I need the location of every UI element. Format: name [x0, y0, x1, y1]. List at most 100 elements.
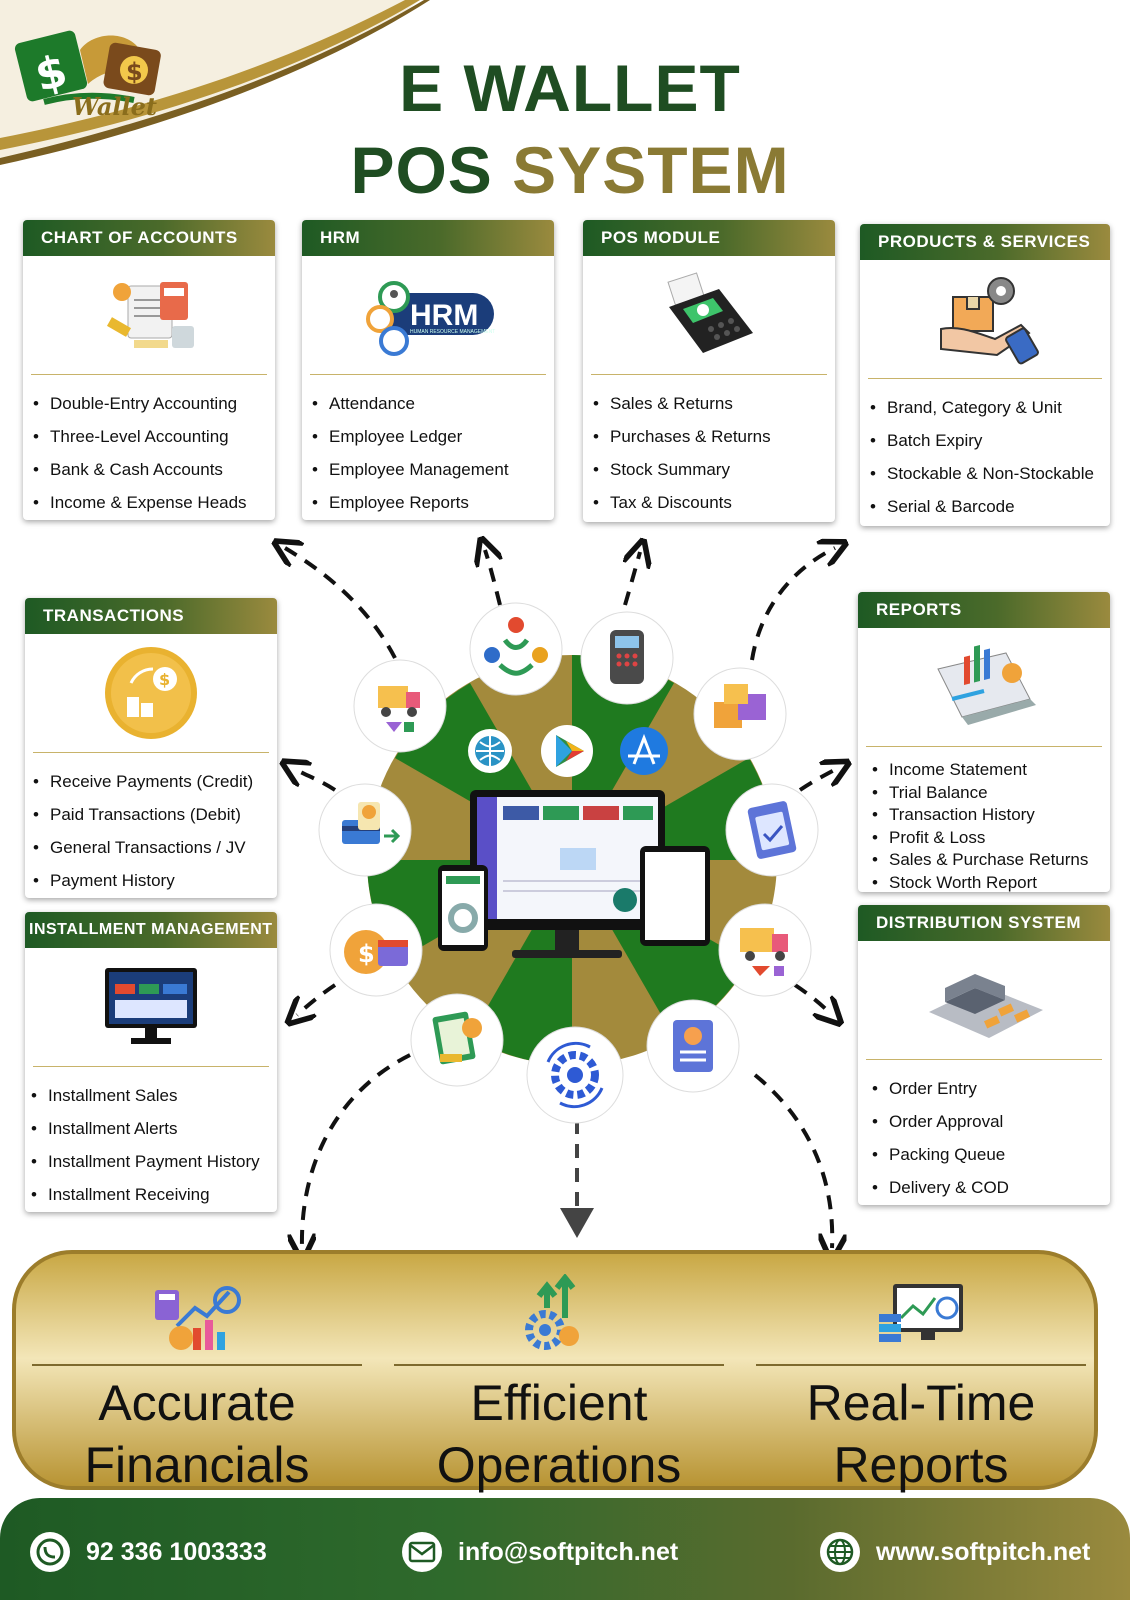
feature-band: Accurate Financials Efficient Operations: [0, 1240, 1130, 1500]
card-payment-icon: [318, 783, 412, 877]
ledger-sheet-icon: [410, 993, 504, 1087]
list-item: Employee Management: [312, 453, 554, 486]
delivery-truck-icon: [718, 903, 812, 997]
warehouse-trucks-icon: [929, 974, 1043, 1038]
list-item: Order Entry: [872, 1072, 1110, 1105]
list-item: Transaction History: [872, 804, 1110, 827]
website-url: www.softpitch.net: [876, 1537, 1091, 1566]
list-item: Employee Reports: [312, 486, 554, 519]
feature-list: Brand, Category & Unit Batch Expiry Stoc…: [860, 379, 1110, 523]
list-item: Brand, Category & Unit: [870, 391, 1110, 424]
phone-contact[interactable]: 92 336 1003333: [30, 1532, 267, 1572]
list-item: Order Approval: [872, 1105, 1110, 1138]
logo-text: Wallet: [72, 92, 158, 121]
play-store-icon: [541, 725, 593, 777]
feature-efficient-operations: Efficient Operations: [394, 1254, 724, 1494]
list-item: Sales & Purchase Returns: [872, 849, 1110, 872]
brand-logo: $ $ Wallet: [14, 10, 164, 130]
feature-list: Income Statement Trial Balance Transacti…: [858, 747, 1110, 892]
financial-analytics-icon: [155, 1286, 241, 1350]
feature-accurate-financials: Accurate Financials: [32, 1254, 362, 1494]
feature-line-2: Reports: [833, 1437, 1009, 1493]
svg-text:$: $: [126, 58, 143, 86]
list-item: Purchases & Returns: [593, 420, 835, 453]
title-pos: POS: [350, 133, 493, 207]
card-reports: REPORTS Income Statement Trial Balance T…: [858, 592, 1110, 892]
feature-line-1: Real-Time: [806, 1375, 1036, 1431]
list-item: Employee Ledger: [312, 420, 554, 453]
card-title: INSTALLMENT MANAGEMENT: [25, 912, 277, 948]
list-item: General Transactions / JV: [33, 831, 277, 864]
card-distribution-system: DISTRIBUTION SYSTEM Order Entry Order Ap…: [858, 905, 1110, 1205]
laptop-chart-icon: [937, 645, 1036, 725]
list-item: Installment Alerts: [31, 1112, 277, 1145]
gear-growth-icon: [525, 1274, 579, 1350]
list-item: Installment Receiving: [31, 1178, 277, 1211]
whatsapp-icon: [30, 1532, 70, 1572]
title-line-1: E WALLET: [399, 51, 741, 125]
list-item: Trial Balance: [872, 782, 1110, 805]
coin-calendar-icon: $: [329, 903, 423, 997]
feature-list: Installment Sales Installment Alerts Ins…: [25, 1067, 277, 1211]
app-store-icon: [620, 727, 668, 775]
feature-line-2: Financials: [84, 1437, 310, 1493]
card-title: REPORTS: [858, 592, 1110, 628]
list-item: Installment Sales: [31, 1079, 277, 1112]
card-installment-management: INSTALLMENT MANAGEMENT Installment Sales…: [25, 912, 277, 1212]
gear-sync-icon: [526, 1026, 624, 1124]
email-icon: [402, 1532, 442, 1572]
accounting-documents-icon: [106, 282, 194, 348]
hrm-logo-icon: HRM HUMAN RESOURCE MANAGEMENT: [366, 281, 495, 356]
feature-list: Receive Payments (Credit) Paid Transacti…: [25, 753, 277, 897]
svg-text:HUMAN RESOURCE MANAGEMENT: HUMAN RESOURCE MANAGEMENT: [410, 329, 495, 335]
svg-text:HRM: HRM: [410, 299, 478, 332]
svg-text:$: $: [358, 940, 375, 968]
money-dollar-icon: $ $: [14, 30, 161, 105]
list-item: Stock Summary: [593, 453, 835, 486]
list-item: Attendance: [312, 387, 554, 420]
card-title: PRODUCTS & SERVICES: [860, 224, 1110, 260]
title-system: SYSTEM: [512, 133, 790, 207]
web-globe-icon: [468, 729, 512, 773]
money-exchange-icon: $: [105, 647, 197, 739]
list-item: Bank & Cash Accounts: [33, 453, 275, 486]
list-item: Delivery & COD: [872, 1171, 1110, 1204]
products-boxes-icon: [693, 667, 787, 761]
feature-line-1: Accurate: [98, 1375, 296, 1431]
teamwork-icon: [469, 602, 563, 696]
box-hand-gear-icon: [940, 277, 1039, 365]
globe-icon: [820, 1532, 860, 1572]
feature-line-1: Efficient: [470, 1375, 648, 1431]
list-item: Double-Entry Accounting: [33, 387, 275, 420]
distribution-truck-icon: [353, 659, 447, 753]
list-item: Paid Transactions (Debit): [33, 798, 277, 831]
list-item: Tax & Discounts: [593, 486, 835, 519]
feature-real-time-reports: Real-Time Reports: [756, 1254, 1086, 1494]
card-hrm: HRM HRM HUMAN RESOURCE MANAGEMENT Attend…: [302, 220, 554, 520]
title-line-2: POS SYSTEM: [0, 132, 1130, 208]
website-contact[interactable]: www.softpitch.net: [820, 1532, 1090, 1572]
contact-footer: 92 336 1003333 info@softpitch.net www.so…: [0, 1498, 1130, 1600]
list-item: Batch Expiry: [870, 424, 1110, 457]
list-item: Three-Level Accounting: [33, 420, 275, 453]
card-transactions: TRANSACTIONS $ Receive Payments (Credit)…: [25, 598, 277, 898]
feature-list: Order Entry Order Approval Packing Queue…: [858, 1060, 1110, 1204]
list-item: Receive Payments (Credit): [33, 765, 277, 798]
report-clipboard-icon: [725, 783, 819, 877]
list-item: Stock Worth Report: [872, 872, 1110, 893]
monitor-dashboard-icon: [105, 968, 197, 1044]
card-title: CHART OF ACCOUNTS: [23, 220, 275, 256]
document-chart-icon: [646, 999, 740, 1093]
email-contact[interactable]: info@softpitch.net: [402, 1532, 678, 1572]
email-address: info@softpitch.net: [458, 1537, 679, 1566]
card-chart-of-accounts: CHART OF ACCOUNTS Double-Entry Accountin…: [23, 220, 275, 520]
card-title: POS MODULE: [583, 220, 835, 256]
feature-list: Attendance Employee Ledger Employee Mana…: [302, 375, 554, 519]
list-item: Income Statement: [872, 759, 1110, 782]
list-item: Serial & Barcode: [870, 490, 1110, 523]
card-title: DISTRIBUTION SYSTEM: [858, 905, 1110, 941]
list-item: Income & Expense Heads: [33, 486, 275, 519]
list-item: Payment History: [33, 864, 277, 897]
list-item: Installment Payment History: [31, 1145, 277, 1178]
card-pos-module: POS MODULE Sales & Returns Purchases & R…: [583, 220, 835, 522]
